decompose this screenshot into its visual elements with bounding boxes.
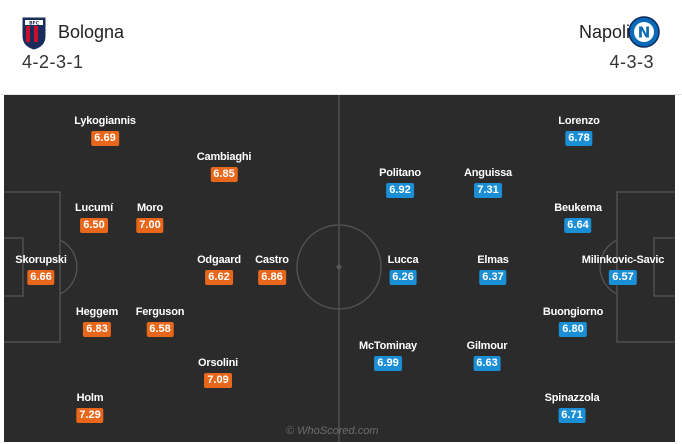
home-formation: 4-2-3-1 <box>22 52 84 72</box>
player-card[interactable]: Odgaard 6.62 <box>197 254 241 285</box>
pitch: Lykogiannis 6.69 Cambiaghi 6.85 Lucumí 6… <box>4 95 675 442</box>
player-card[interactable]: Cambiaghi 6.85 <box>197 151 251 182</box>
player-name: Buongiorno <box>542 306 604 318</box>
player-rating: 7.09 <box>204 373 232 388</box>
player-name: Spinazzola <box>544 392 600 404</box>
player-rating: 6.66 <box>27 270 55 285</box>
svg-text:BFC: BFC <box>29 20 40 26</box>
player-card[interactable]: Buongiorno 6.80 <box>543 306 603 337</box>
player-card[interactable]: Anguissa 7.31 <box>464 167 512 198</box>
watermark: © WhoScored.com <box>286 425 379 437</box>
pitch-markings <box>4 95 675 442</box>
player-card[interactable]: Ferguson 6.58 <box>135 306 185 337</box>
player-name: Castro <box>255 254 289 266</box>
player-card[interactable]: Holm 7.29 <box>76 392 104 423</box>
player-rating: 6.99 <box>374 356 402 371</box>
player-card[interactable]: Beukema 6.64 <box>554 202 602 233</box>
player-card[interactable]: Politano 6.92 <box>379 167 421 198</box>
player-name: Cambiaghi <box>196 151 252 163</box>
player-name: Moro <box>136 202 164 214</box>
player-card[interactable]: Orsolini 7.09 <box>198 357 238 388</box>
player-rating: 6.57 <box>609 270 637 285</box>
player-name: McTominay <box>359 340 417 352</box>
player-card[interactable]: Moro 7.00 <box>136 202 164 233</box>
player-card[interactable]: Lucca 6.26 <box>388 254 419 285</box>
player-rating: 6.64 <box>564 218 592 233</box>
player-rating: 6.37 <box>479 270 507 285</box>
player-card[interactable]: Lucumí 6.50 <box>75 202 113 233</box>
player-name: Ferguson <box>135 306 185 318</box>
player-card[interactable]: Heggem 6.83 <box>76 306 118 337</box>
player-rating: 6.26 <box>389 270 417 285</box>
player-rating: 6.83 <box>83 322 111 337</box>
player-card[interactable]: Skorupski 6.66 <box>15 254 67 285</box>
player-card[interactable]: Elmas 6.37 <box>477 254 509 285</box>
player-name: Lucca <box>387 254 419 266</box>
player-rating: 7.31 <box>474 183 502 198</box>
player-card[interactable]: Castro 6.86 <box>255 254 289 285</box>
player-name: Odgaard <box>197 254 241 266</box>
player-name: Politano <box>379 167 421 179</box>
player-rating: 6.63 <box>473 356 501 371</box>
player-name: Lucumí <box>75 202 113 214</box>
bologna-crest-icon: BFC <box>22 17 46 50</box>
player-rating: 6.71 <box>558 408 586 423</box>
napoli-crest-icon: N <box>628 16 660 48</box>
svg-text:N: N <box>638 24 651 42</box>
home-team-name[interactable]: Bologna <box>58 22 125 42</box>
player-card[interactable]: Gilmour 6.63 <box>467 340 508 371</box>
player-name: Lykogiannis <box>74 115 136 127</box>
player-name: Gilmour <box>466 340 508 352</box>
player-name: Anguissa <box>464 167 512 179</box>
player-rating: 6.86 <box>258 270 286 285</box>
player-name: Orsolini <box>198 357 238 369</box>
player-rating: 7.29 <box>76 408 104 423</box>
player-card[interactable]: Spinazzola 6.71 <box>545 392 600 423</box>
player-rating: 6.92 <box>386 183 414 198</box>
player-card[interactable]: Lorenzo 6.78 <box>558 115 600 146</box>
player-rating: 7.00 <box>136 218 164 233</box>
player-rating: 6.69 <box>91 131 119 146</box>
match-header: BFC Bologna 4-2-3-1 Napoli N 4-3-3 <box>0 0 682 95</box>
player-rating: 6.85 <box>210 167 238 182</box>
player-rating: 6.80 <box>559 322 587 337</box>
player-name: Beukema <box>554 202 602 214</box>
away-formation: 4-3-3 <box>609 52 654 72</box>
away-team-name[interactable]: Napoli <box>578 22 630 42</box>
player-card[interactable]: McTominay 6.99 <box>359 340 417 371</box>
player-card[interactable]: Milinkovic-Savic 6.57 <box>582 254 664 285</box>
player-rating: 6.58 <box>146 322 174 337</box>
player-name: Lorenzo <box>558 115 600 127</box>
player-name: Skorupski <box>15 254 67 266</box>
player-name: Heggem <box>75 306 119 318</box>
player-name: Milinkovic-Savic <box>581 254 665 266</box>
player-rating: 6.78 <box>565 131 593 146</box>
player-rating: 6.62 <box>205 270 233 285</box>
player-rating: 6.50 <box>80 218 108 233</box>
player-card[interactable]: Lykogiannis 6.69 <box>74 115 136 146</box>
player-name: Elmas <box>477 254 509 266</box>
player-name: Holm <box>76 392 104 404</box>
